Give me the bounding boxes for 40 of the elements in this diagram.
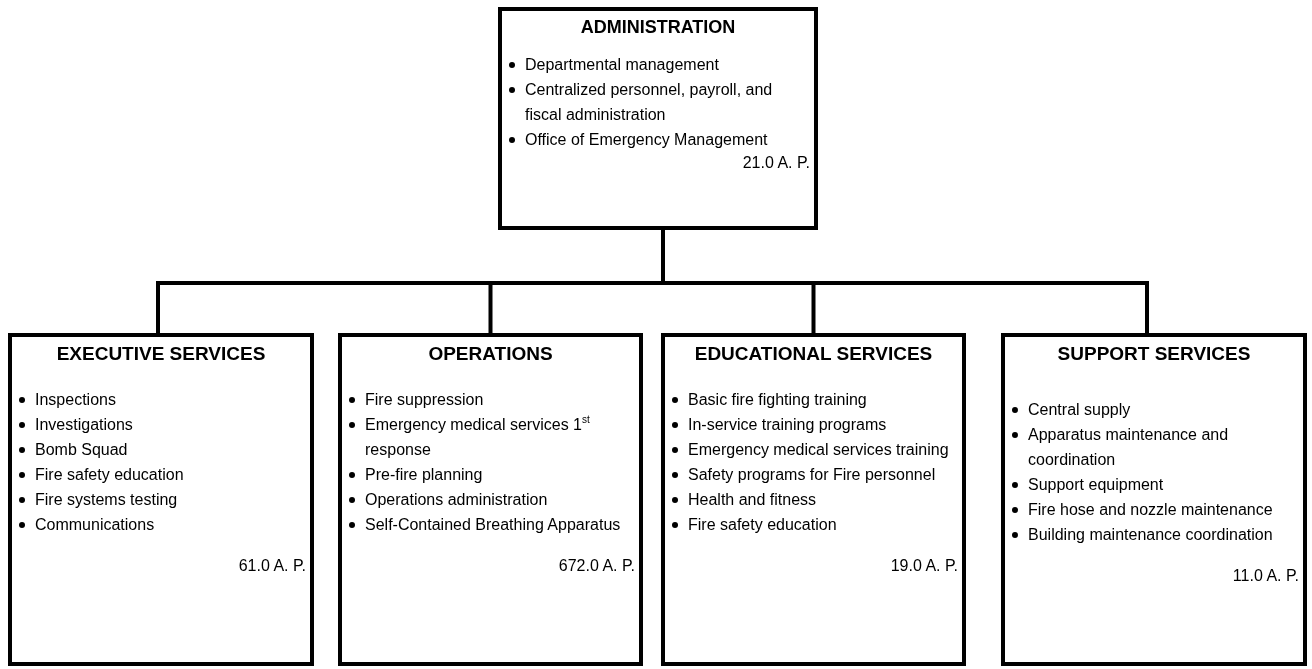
- staff-count: 11.0 A. P.: [1232, 567, 1299, 585]
- bullet-item: Safety programs for Fire personnel: [669, 462, 958, 487]
- bullet-item: Emergency medical services training: [669, 437, 958, 462]
- bullet-item: Central supply: [1009, 397, 1299, 422]
- bullet-item: Bomb Squad: [16, 437, 306, 462]
- org-unit-box: [661, 333, 966, 666]
- unit-heading: OPERATIONS: [427, 343, 554, 365]
- bullet-item: Operations administration: [346, 487, 635, 512]
- org-unit-box: [8, 333, 314, 666]
- bullet-item: Emergency medical services 1$^{st}$ response: [346, 412, 635, 462]
- staff-count: 672.0 A. P.: [558, 557, 635, 575]
- unit-heading: SUPPORT SERVICES: [1056, 343, 1252, 365]
- bullet-item: Fire systems testing: [16, 487, 306, 512]
- bullet-item: In-service training programs: [669, 412, 958, 437]
- bullet-item: Fire suppression: [346, 387, 635, 412]
- staff-count: 19.0 A. P.: [890, 557, 958, 575]
- staff-count: 21.0 A. P.: [742, 154, 810, 172]
- bullet-item: Apparatus maintenance and coordination: [1009, 422, 1299, 472]
- bullet-item: Health and fitness: [669, 487, 958, 512]
- bullet-item: Building maintenance coordination: [1009, 522, 1299, 547]
- bullet-item: Centralized personnel, payroll, and fiscal administration: [506, 77, 810, 127]
- org-unit-box: [498, 7, 818, 230]
- bullet-item: Inspections: [16, 387, 306, 412]
- org-unit-box: [1001, 333, 1307, 666]
- bullet-item: Departmental management: [506, 52, 810, 77]
- bullet-item: Support equipment: [1009, 472, 1299, 497]
- bullet-item: Office of Emergency Management: [506, 127, 810, 152]
- bullet-item: Fire safety education: [16, 462, 306, 487]
- bullet-item: Communications: [16, 512, 306, 537]
- bullet-item: Pre-fire planning: [346, 462, 635, 487]
- org-unit-box: [338, 333, 643, 666]
- unit-heading: EXECUTIVE SERVICES: [55, 343, 267, 365]
- bullet-item: Basic fire fighting training: [669, 387, 958, 412]
- bullet-item: Fire hose and nozzle maintenance: [1009, 497, 1299, 522]
- bullet-item: Self-Contained Breathing Apparatus: [346, 512, 635, 537]
- unit-heading: ADMINISTRATION: [579, 17, 737, 38]
- unit-heading: EDUCATIONAL SERVICES: [693, 343, 934, 365]
- bullet-item: Investigations: [16, 412, 306, 437]
- staff-count: 61.0 A. P.: [238, 557, 306, 575]
- bullet-item: Fire safety education: [669, 512, 958, 537]
